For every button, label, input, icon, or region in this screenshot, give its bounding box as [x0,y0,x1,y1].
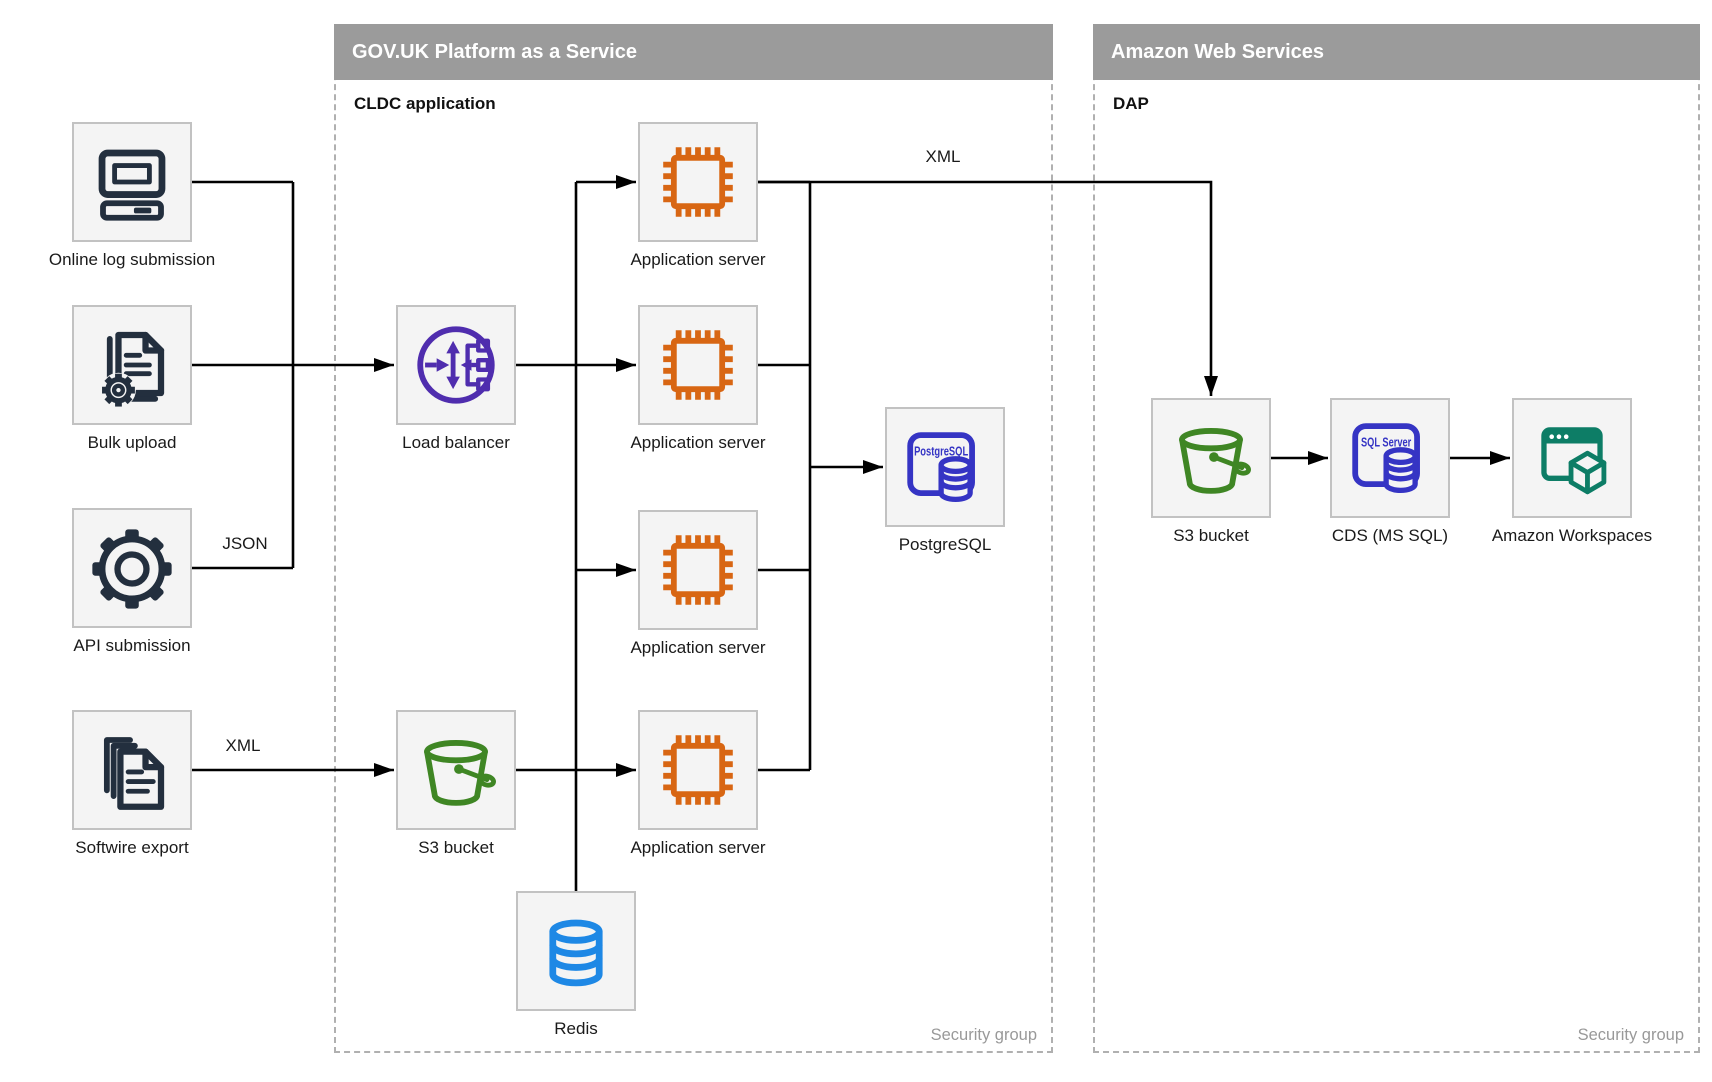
xml-out-edge-label: XML [925,147,961,166]
node-softwire-export: Softwire export [72,710,192,857]
workspaces-icon [1541,427,1607,495]
node-load-balancer: Load balancer [396,305,516,452]
application-server-box [638,305,758,425]
s3-bucket-icon [1179,428,1251,494]
documents-stack-icon [103,737,165,810]
chip-icon [663,535,733,605]
json-edge-label: JSON [222,534,268,553]
postgresql-box: PostgreSQL [885,407,1005,527]
node-label: Application server [630,433,766,452]
computer-icon [98,149,166,221]
online-log-submission-box [72,122,192,242]
node-api-submission: API submission [72,508,192,655]
node-label: CDS (MS SQL) [1331,526,1449,545]
cds-mssql-box: SQL Server [1330,398,1450,518]
node-application-server-1: Application server [630,122,766,269]
postgresql-database-icon: PostgreSQL [907,432,975,503]
dap-label: DAP [1113,94,1149,113]
redis-box [516,891,636,1011]
aws-title: Amazon Web Services [1093,24,1700,80]
api-submission-box [72,508,192,628]
node-application-server-2: Application server [630,305,766,452]
node-label: Application server [630,638,766,657]
node-application-server-3: Application server [630,510,766,657]
application-server-box [638,122,758,242]
bulk-upload-box [72,305,192,425]
chip-icon [663,735,733,805]
arrow-xml-to-aws-s3 [758,180,1218,396]
node-application-server-4: Application server [630,710,766,857]
s3-bucket-box [396,710,516,830]
aws-s3-bucket-box [1151,398,1271,518]
node-label: Softwire export [75,838,189,857]
amazon-workspaces-box [1512,398,1632,518]
document-gear-icon [101,331,165,408]
softwire-export-box [72,710,192,830]
node-label: Amazon Workspaces [1491,526,1653,545]
chip-icon [663,330,733,400]
node-postgresql: PostgreSQL PostgreSQL [885,407,1005,554]
node-amazon-workspaces: Amazon Workspaces [1492,398,1652,545]
node-label: Online log submission [48,250,216,269]
application-server-box [638,510,758,630]
node-online-log-submission: Online log submission [49,122,215,269]
govuk-security-group-label: Security group [930,1026,1037,1044]
node-redis: Redis [516,891,636,1038]
postgresql-icon-text: PostgreSQL [914,443,968,458]
node-aws-s3-bucket: S3 bucket [1151,398,1271,545]
gear-icon [92,529,172,609]
sql-server-database-icon: SQL Server [1352,423,1420,494]
application-server-box [638,710,758,830]
node-s3-bucket: S3 bucket [396,710,516,857]
load-balancer-box [396,305,516,425]
xml-softwire-edge-label: XML [225,736,261,755]
node-label: Application server [630,250,766,269]
node-cds-mssql: SQL Server CDS (MS SQL) [1330,398,1450,545]
node-label: S3 bucket [1173,526,1249,545]
aws-security-group-label: Security group [1577,1026,1684,1044]
load-balancer-icon [417,326,495,404]
node-label: API submission [73,636,191,655]
chip-icon [663,147,733,217]
node-label: Redis [554,1019,598,1038]
node-label: PostgreSQL [898,535,992,554]
redis-database-icon [549,919,603,987]
node-label: Load balancer [402,433,510,452]
govuk-paas-title: GOV.UK Platform as a Service [334,24,1053,80]
aws-container: Amazon Web Services DAP Security group [1093,24,1700,1053]
node-label: Bulk upload [87,433,177,452]
sql-server-icon-text: SQL Server [1361,434,1411,449]
node-bulk-upload: Bulk upload [72,305,192,452]
cldc-application-label: CLDC application [354,94,496,113]
s3-bucket-icon [424,740,496,806]
node-label: Application server [630,838,766,857]
node-label: S3 bucket [418,838,494,857]
